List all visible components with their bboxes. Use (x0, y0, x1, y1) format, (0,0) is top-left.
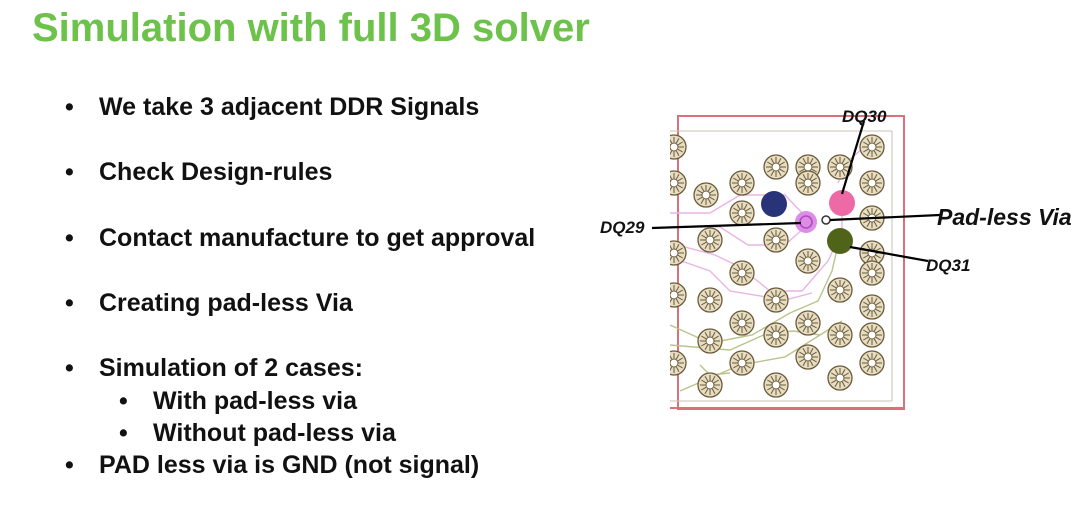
bga-pad (697, 227, 723, 253)
bga-pad-grid (670, 134, 885, 398)
bga-pad (827, 365, 853, 391)
bullet-text: With pad-less via (153, 387, 357, 415)
bga-pad (729, 200, 755, 226)
bga-pad (795, 170, 821, 196)
bullet-text: Check Design-rules (99, 158, 333, 186)
signal-via (761, 191, 787, 217)
callout-lines (651, 120, 941, 263)
pad-less-via (821, 215, 831, 225)
bga-pad (693, 182, 719, 208)
trace-layer (670, 146, 865, 392)
bga-pad (763, 154, 789, 180)
bullet-dot-icon: • (119, 387, 128, 415)
dq31-via (827, 228, 853, 254)
bullet-dot-icon: • (65, 354, 74, 382)
bga-pad (670, 350, 687, 376)
bga-pad (827, 154, 853, 180)
bullet-dot-icon: • (65, 224, 74, 252)
pcb-layout: DQ30 DQ29 Pad-less Via DQ31 (600, 107, 1072, 410)
bullet-text: We take 3 adjacent DDR Signals (99, 93, 480, 121)
bullet-text: Creating pad-less Via (99, 289, 353, 317)
bullet-item: • PAD less via is GND (not signal) (65, 451, 480, 480)
bga-pad (670, 134, 687, 160)
bullet-dot-icon: • (65, 289, 74, 317)
bullet-dot-icon: • (119, 419, 128, 447)
bga-pad (670, 170, 687, 196)
bga-pad (795, 248, 821, 274)
bga-pad (859, 260, 885, 286)
bga-pad (763, 287, 789, 313)
bga-pad (827, 322, 853, 348)
pad-less-via-label: Pad-less Via (937, 204, 1072, 230)
bga-pad (859, 170, 885, 196)
via-layout-diagram: DQ30 DQ29 Pad-less Via DQ31 (580, 95, 1080, 425)
bga-pad (697, 372, 723, 398)
bga-pad (697, 328, 723, 354)
bga-pad (729, 170, 755, 196)
bullet-item: • We take 3 adjacent DDR Signals (65, 93, 480, 122)
bullet-dot-icon: • (65, 93, 74, 121)
bga-pad (670, 282, 687, 308)
sub-bullet-item: • With pad-less via (119, 387, 357, 416)
bullet-dot-icon: • (65, 451, 74, 479)
bga-pad (859, 322, 885, 348)
bga-pad (763, 227, 789, 253)
bga-pad (670, 240, 687, 266)
bullet-item: • Contact manufacture to get approval (65, 224, 536, 253)
dq31-label: DQ31 (926, 256, 970, 275)
bga-pad (729, 350, 755, 376)
bga-pad (763, 322, 789, 348)
bullet-text: Without pad-less via (153, 419, 396, 447)
bga-pad (859, 294, 885, 320)
bga-pad (729, 310, 755, 336)
dq30-via (829, 190, 855, 216)
dq29-label: DQ29 (600, 218, 645, 237)
bga-pad (859, 134, 885, 160)
bga-pad (697, 287, 723, 313)
sub-bullet-item: • Without pad-less via (119, 419, 396, 448)
bullet-item: • Check Design-rules (65, 158, 333, 187)
bullet-text: PAD less via is GND (not signal) (99, 451, 480, 479)
bga-pad (729, 260, 755, 286)
bga-pad (795, 344, 821, 370)
bga-pad (859, 350, 885, 376)
bga-pad (795, 310, 821, 336)
bullet-text: Contact manufacture to get approval (99, 224, 536, 252)
signal-trace (670, 256, 813, 301)
dq30-label: DQ30 (842, 107, 887, 126)
slide-title: Simulation with full 3D solver (32, 6, 590, 50)
bullet-dot-icon: • (65, 158, 74, 186)
bga-pad (827, 277, 853, 303)
bullet-item: • Simulation of 2 cases: (65, 354, 363, 383)
bullet-item: • Creating pad-less Via (65, 289, 353, 318)
bga-pad (763, 372, 789, 398)
bullet-text: Simulation of 2 cases: (99, 354, 363, 382)
bullet-list: • We take 3 adjacent DDR Signals • Check… (65, 93, 536, 480)
